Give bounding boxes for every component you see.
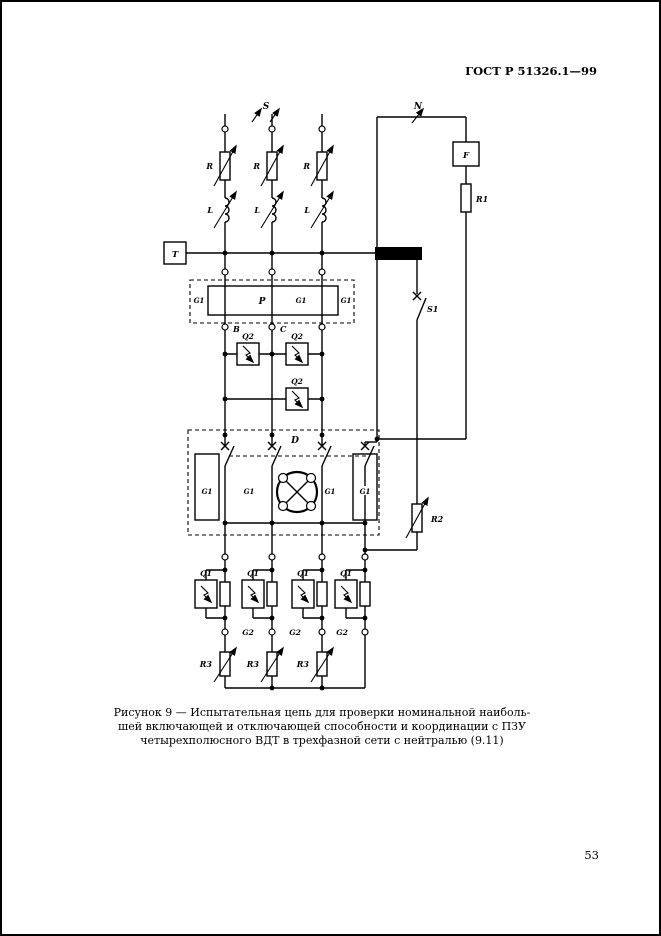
label-l: L (253, 205, 260, 215)
label-q1: Q1 (340, 569, 352, 578)
document-header: ГОСТ Р 51326.1—99 (465, 64, 597, 78)
caption-line-3: четырехполюсного ВДТ в трехфазной сети с… (140, 734, 504, 747)
label-r1: R1 (475, 194, 488, 204)
label-neutral: N (413, 102, 423, 112)
switch-contacts (220, 441, 375, 467)
label-b: B (232, 324, 240, 334)
toroid-transformer (275, 470, 319, 514)
terminal-circles (221, 125, 369, 636)
busbar (375, 247, 422, 260)
surge-arresters-q1 (194, 579, 371, 609)
label-s1: S1 (427, 304, 438, 314)
label-r3: R3 (296, 659, 310, 669)
label-l: L (206, 205, 213, 215)
label-r: R (205, 161, 213, 171)
label-r3: R3 (199, 659, 213, 669)
label-g2: G2 (242, 628, 254, 637)
label-l: L (303, 205, 310, 215)
label-p: P (258, 297, 266, 307)
label-g2: G2 (289, 628, 301, 637)
label-r3: R3 (246, 659, 260, 669)
caption-line-1: Рисунок 9 — Испытательная цепь для прове… (113, 706, 531, 719)
diagram-labels: S N F R1 R R R L L L T G1 P G1 G1 B C Q2… (172, 102, 488, 669)
label-q1: Q1 (200, 569, 212, 578)
switch-s1 (412, 291, 427, 321)
label-r: R (252, 161, 260, 171)
label-g2: G2 (336, 628, 348, 637)
label-g1: G1 (194, 296, 205, 305)
label-q1: Q1 (297, 569, 309, 578)
label-g1: G1 (296, 296, 307, 305)
variable-resistors-r (213, 144, 334, 187)
resistor-r1 (460, 183, 472, 213)
label-q2: Q2 (242, 332, 254, 341)
transducer-t-box (163, 241, 187, 265)
label-f: F (462, 151, 470, 161)
label-g1: G1 (244, 487, 255, 496)
variable-inductors-l (213, 190, 334, 229)
label-g1: G1 (360, 487, 371, 496)
label-q2: Q2 (291, 332, 303, 341)
label-r2: R2 (430, 514, 444, 524)
label-g1: G1 (341, 296, 352, 305)
variable-resistors-r3 (213, 646, 334, 683)
junction-dots (222, 250, 380, 691)
variable-resistor-r2 (405, 496, 429, 539)
supply-arrows (251, 107, 425, 124)
label-q1: Q1 (247, 569, 259, 578)
label-g1: G1 (325, 487, 336, 496)
label-supply: S (263, 102, 270, 112)
caption-line-2: шей включающей и отключающей способности… (118, 720, 526, 733)
label-bg (358, 486, 373, 495)
figure-caption: Рисунок 9 — Испытательная цепь для прове… (87, 706, 557, 748)
label-g1: G1 (202, 487, 213, 496)
surge-arresters-q2 (236, 342, 309, 411)
label-t: T (172, 250, 179, 260)
label-c: C (280, 324, 287, 334)
label-q2: Q2 (291, 377, 303, 386)
label-r: R (302, 161, 310, 171)
label-d: D (290, 436, 299, 446)
frequency-meter-f-box (452, 141, 480, 167)
page-number: 53 (584, 848, 599, 862)
detector-p-enclosure (189, 279, 355, 324)
